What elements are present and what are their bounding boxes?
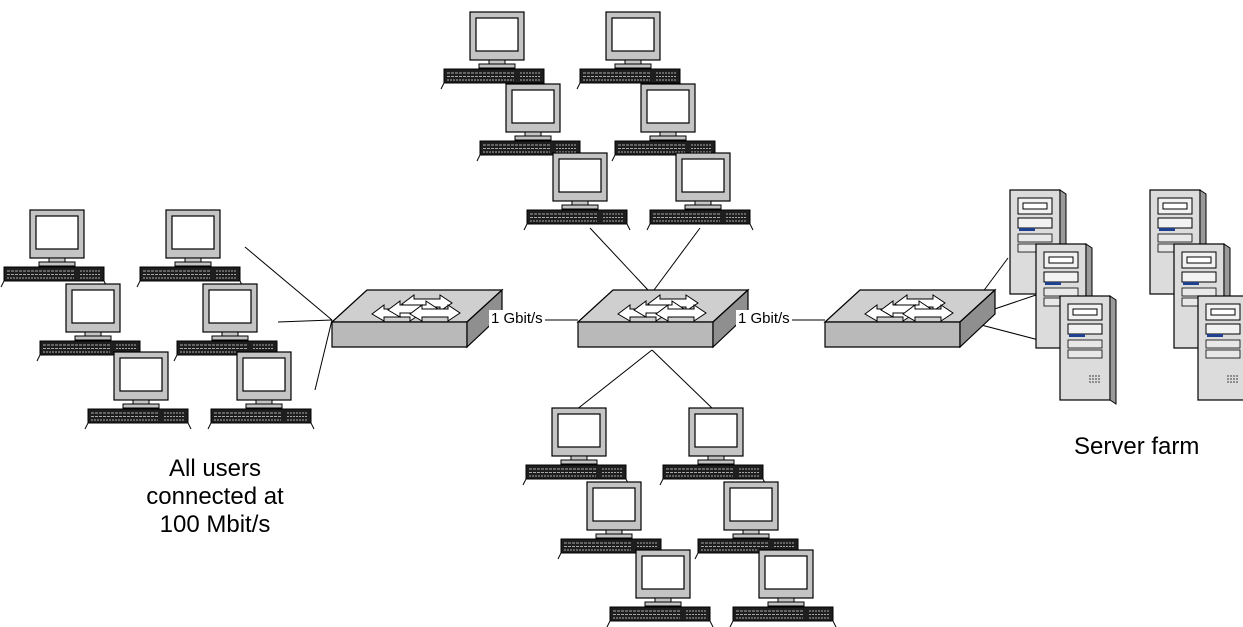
desktop-computer-icon [523, 152, 631, 231]
desktop-computer-icon [606, 549, 714, 627]
link-core-bottom-2 [651, 349, 715, 411]
desktop-computer-icon [646, 152, 754, 231]
server-tower-icon [1197, 295, 1243, 405]
desktop-computer-icon [0, 209, 108, 288]
desktop-computer-icon [659, 407, 767, 486]
desktop-computer-icon [557, 481, 665, 560]
desktop-computer-icon [440, 11, 548, 90]
users-caption-line-2: connected at [146, 482, 284, 510]
desktop-computer-icon [136, 209, 244, 288]
server-tower-icon [1059, 295, 1117, 405]
link-core-bottom-1 [575, 349, 653, 411]
access-switch-icon [331, 289, 503, 348]
link-speed-label-right: 1 Gbit/s [736, 310, 792, 327]
core-switch-icon [577, 289, 749, 348]
user-workstations-bottom [522, 407, 837, 627]
link-core-top-2 [653, 227, 701, 291]
desktop-computer-icon [36, 283, 144, 362]
desktop-computer-icon [694, 481, 802, 560]
link-left-users-2 [277, 319, 333, 323]
desktop-computer-icon [173, 283, 281, 362]
user-workstations-left [0, 209, 315, 430]
desktop-computer-icon [522, 407, 630, 486]
desktop-computer-icon [576, 11, 684, 90]
link-left-users-1 [244, 246, 333, 321]
link-speed-label-left: 1 Gbit/s [489, 310, 545, 327]
server-farm-caption: Server farm [1074, 433, 1200, 460]
desktop-computer-icon [611, 83, 719, 162]
users-caption-line-1: All users [168, 455, 262, 482]
users-caption-line-3: 100 Mbit/s [159, 510, 271, 538]
desktop-computer-icon [476, 83, 584, 162]
user-workstations-top [440, 11, 754, 231]
users-caption: All users connected at 100 Mbit/s [110, 455, 320, 538]
link-left-users-3 [314, 319, 333, 391]
server-switch-icon [824, 289, 996, 348]
link-core-top-1 [589, 227, 649, 291]
desktop-computer-icon [207, 351, 315, 430]
server-farm [1009, 189, 1243, 405]
desktop-computer-icon [729, 549, 837, 627]
desktop-computer-icon [84, 351, 192, 430]
